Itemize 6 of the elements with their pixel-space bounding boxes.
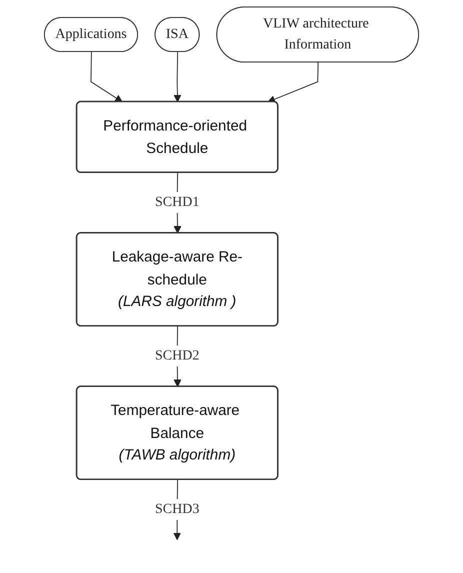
edge-label: SCHD1 [154, 194, 200, 210]
arrow [268, 62, 319, 103]
arrow [174, 52, 182, 102]
edge-label: SCHD3 [154, 502, 200, 517]
arrow [90, 52, 123, 102]
edge-label: SCHD2 [154, 348, 200, 364]
